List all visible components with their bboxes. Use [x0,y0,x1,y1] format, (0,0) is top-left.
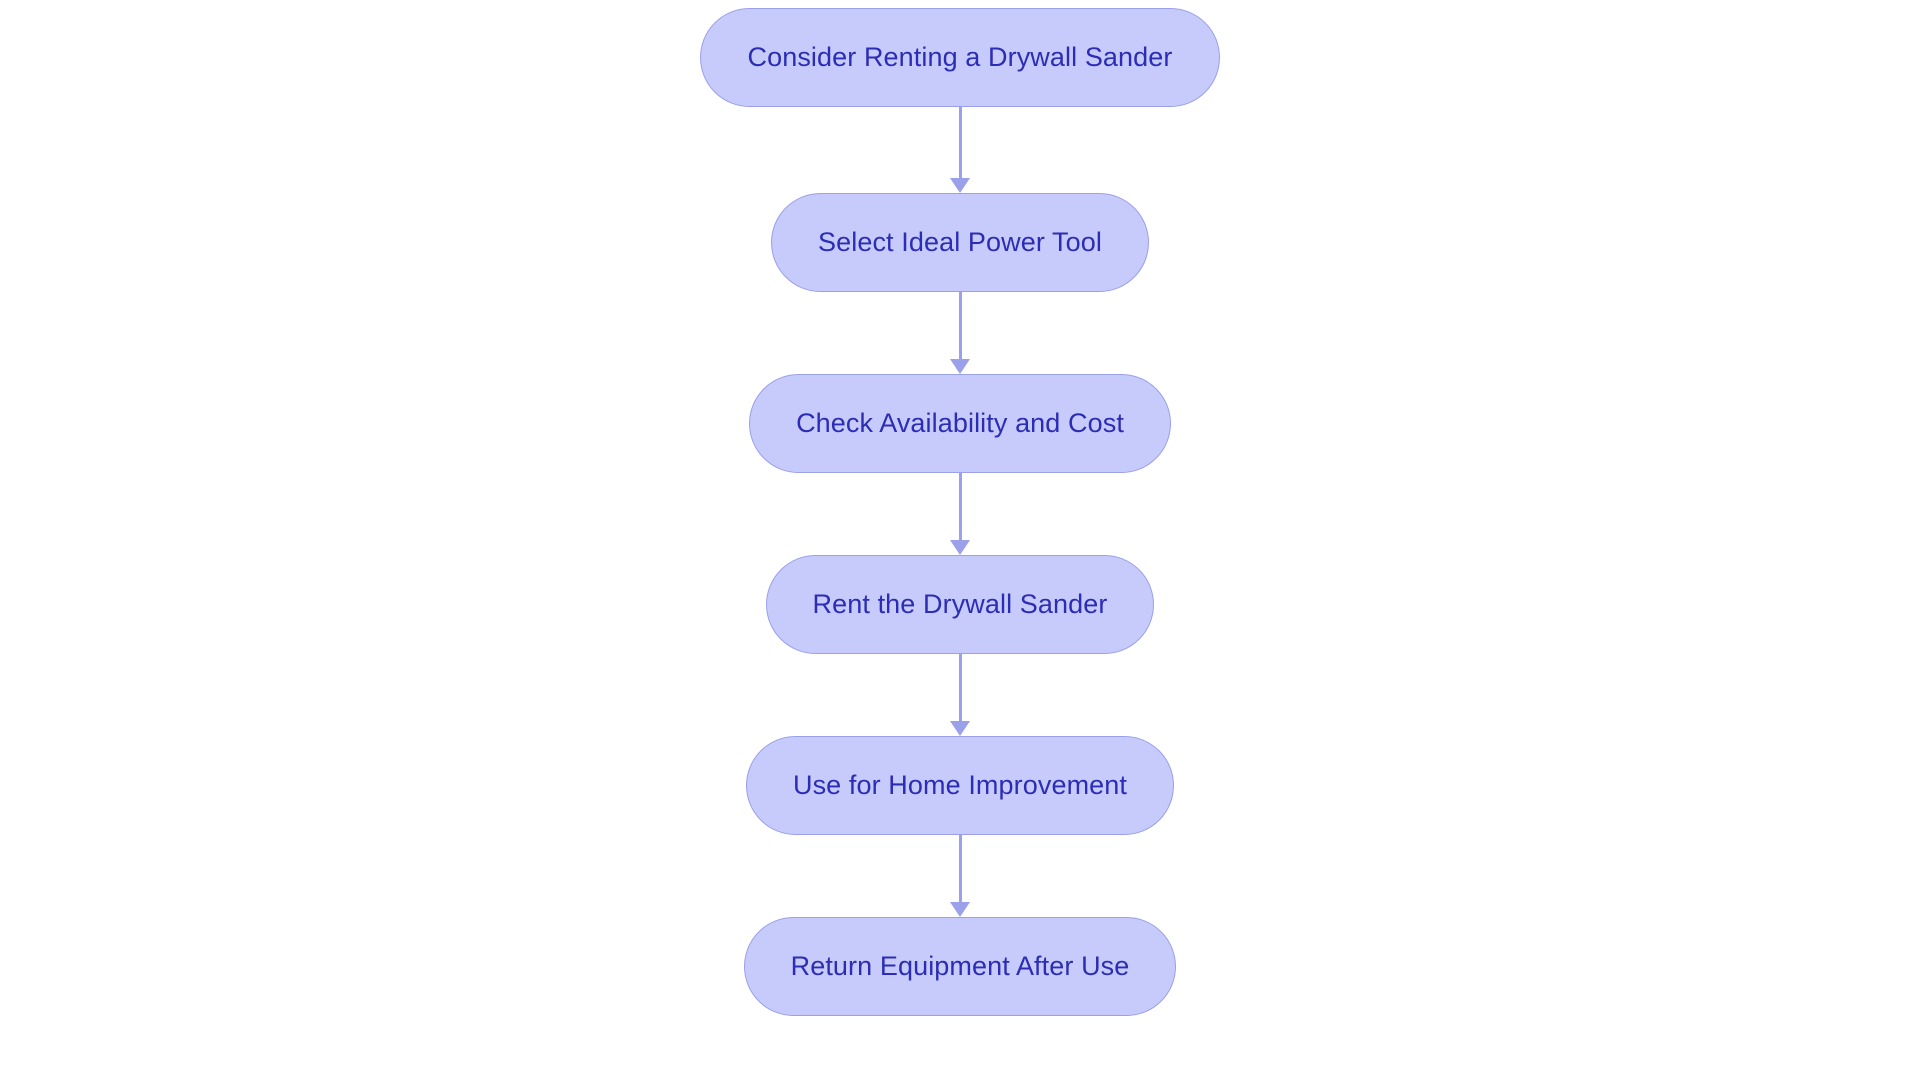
flow-node-use-for-home-improvement[interactable]: Use for Home Improvement [745,736,1174,835]
edge-line [958,107,962,179]
flow-node-label: Select Ideal Power Tool [818,227,1102,257]
flow-node-label: Use for Home Improvement [792,770,1127,800]
edge-line [958,292,962,360]
flow-edge-n5-n6 [940,835,980,917]
arrow-down-icon [950,359,970,374]
flow-node-return-equipment-after-use[interactable]: Return Equipment After Use [743,917,1177,1016]
flow-node-select-ideal-power-tool[interactable]: Select Ideal Power Tool [771,193,1149,292]
top-spacer [960,0,961,8]
arrow-down-icon [950,902,970,917]
arrow-down-icon [950,721,970,736]
flow-node-label: Return Equipment After Use [790,951,1130,981]
flow-edge-n1-n2 [940,107,980,193]
flow-node-label: Check Availability and Cost [796,408,1124,438]
flow-node-label: Consider Renting a Drywall Sander [747,42,1173,72]
flow-edge-n2-n3 [940,292,980,374]
flow-node-rent-the-drywall-sander[interactable]: Rent the Drywall Sander [765,555,1155,654]
flow-edge-n3-n4 [940,473,980,555]
flow-node-check-availability-and-cost[interactable]: Check Availability and Cost [749,374,1171,473]
flow-node-label: Rent the Drywall Sander [812,589,1108,619]
edge-line [958,654,962,722]
edge-line [958,835,962,903]
arrow-down-icon [950,540,970,555]
edge-line [958,473,962,541]
flow-edge-n4-n5 [940,654,980,736]
flow-node-consider-renting-a-drywall-sander[interactable]: Consider Renting a Drywall Sander [700,8,1220,107]
arrow-down-icon [950,178,970,193]
